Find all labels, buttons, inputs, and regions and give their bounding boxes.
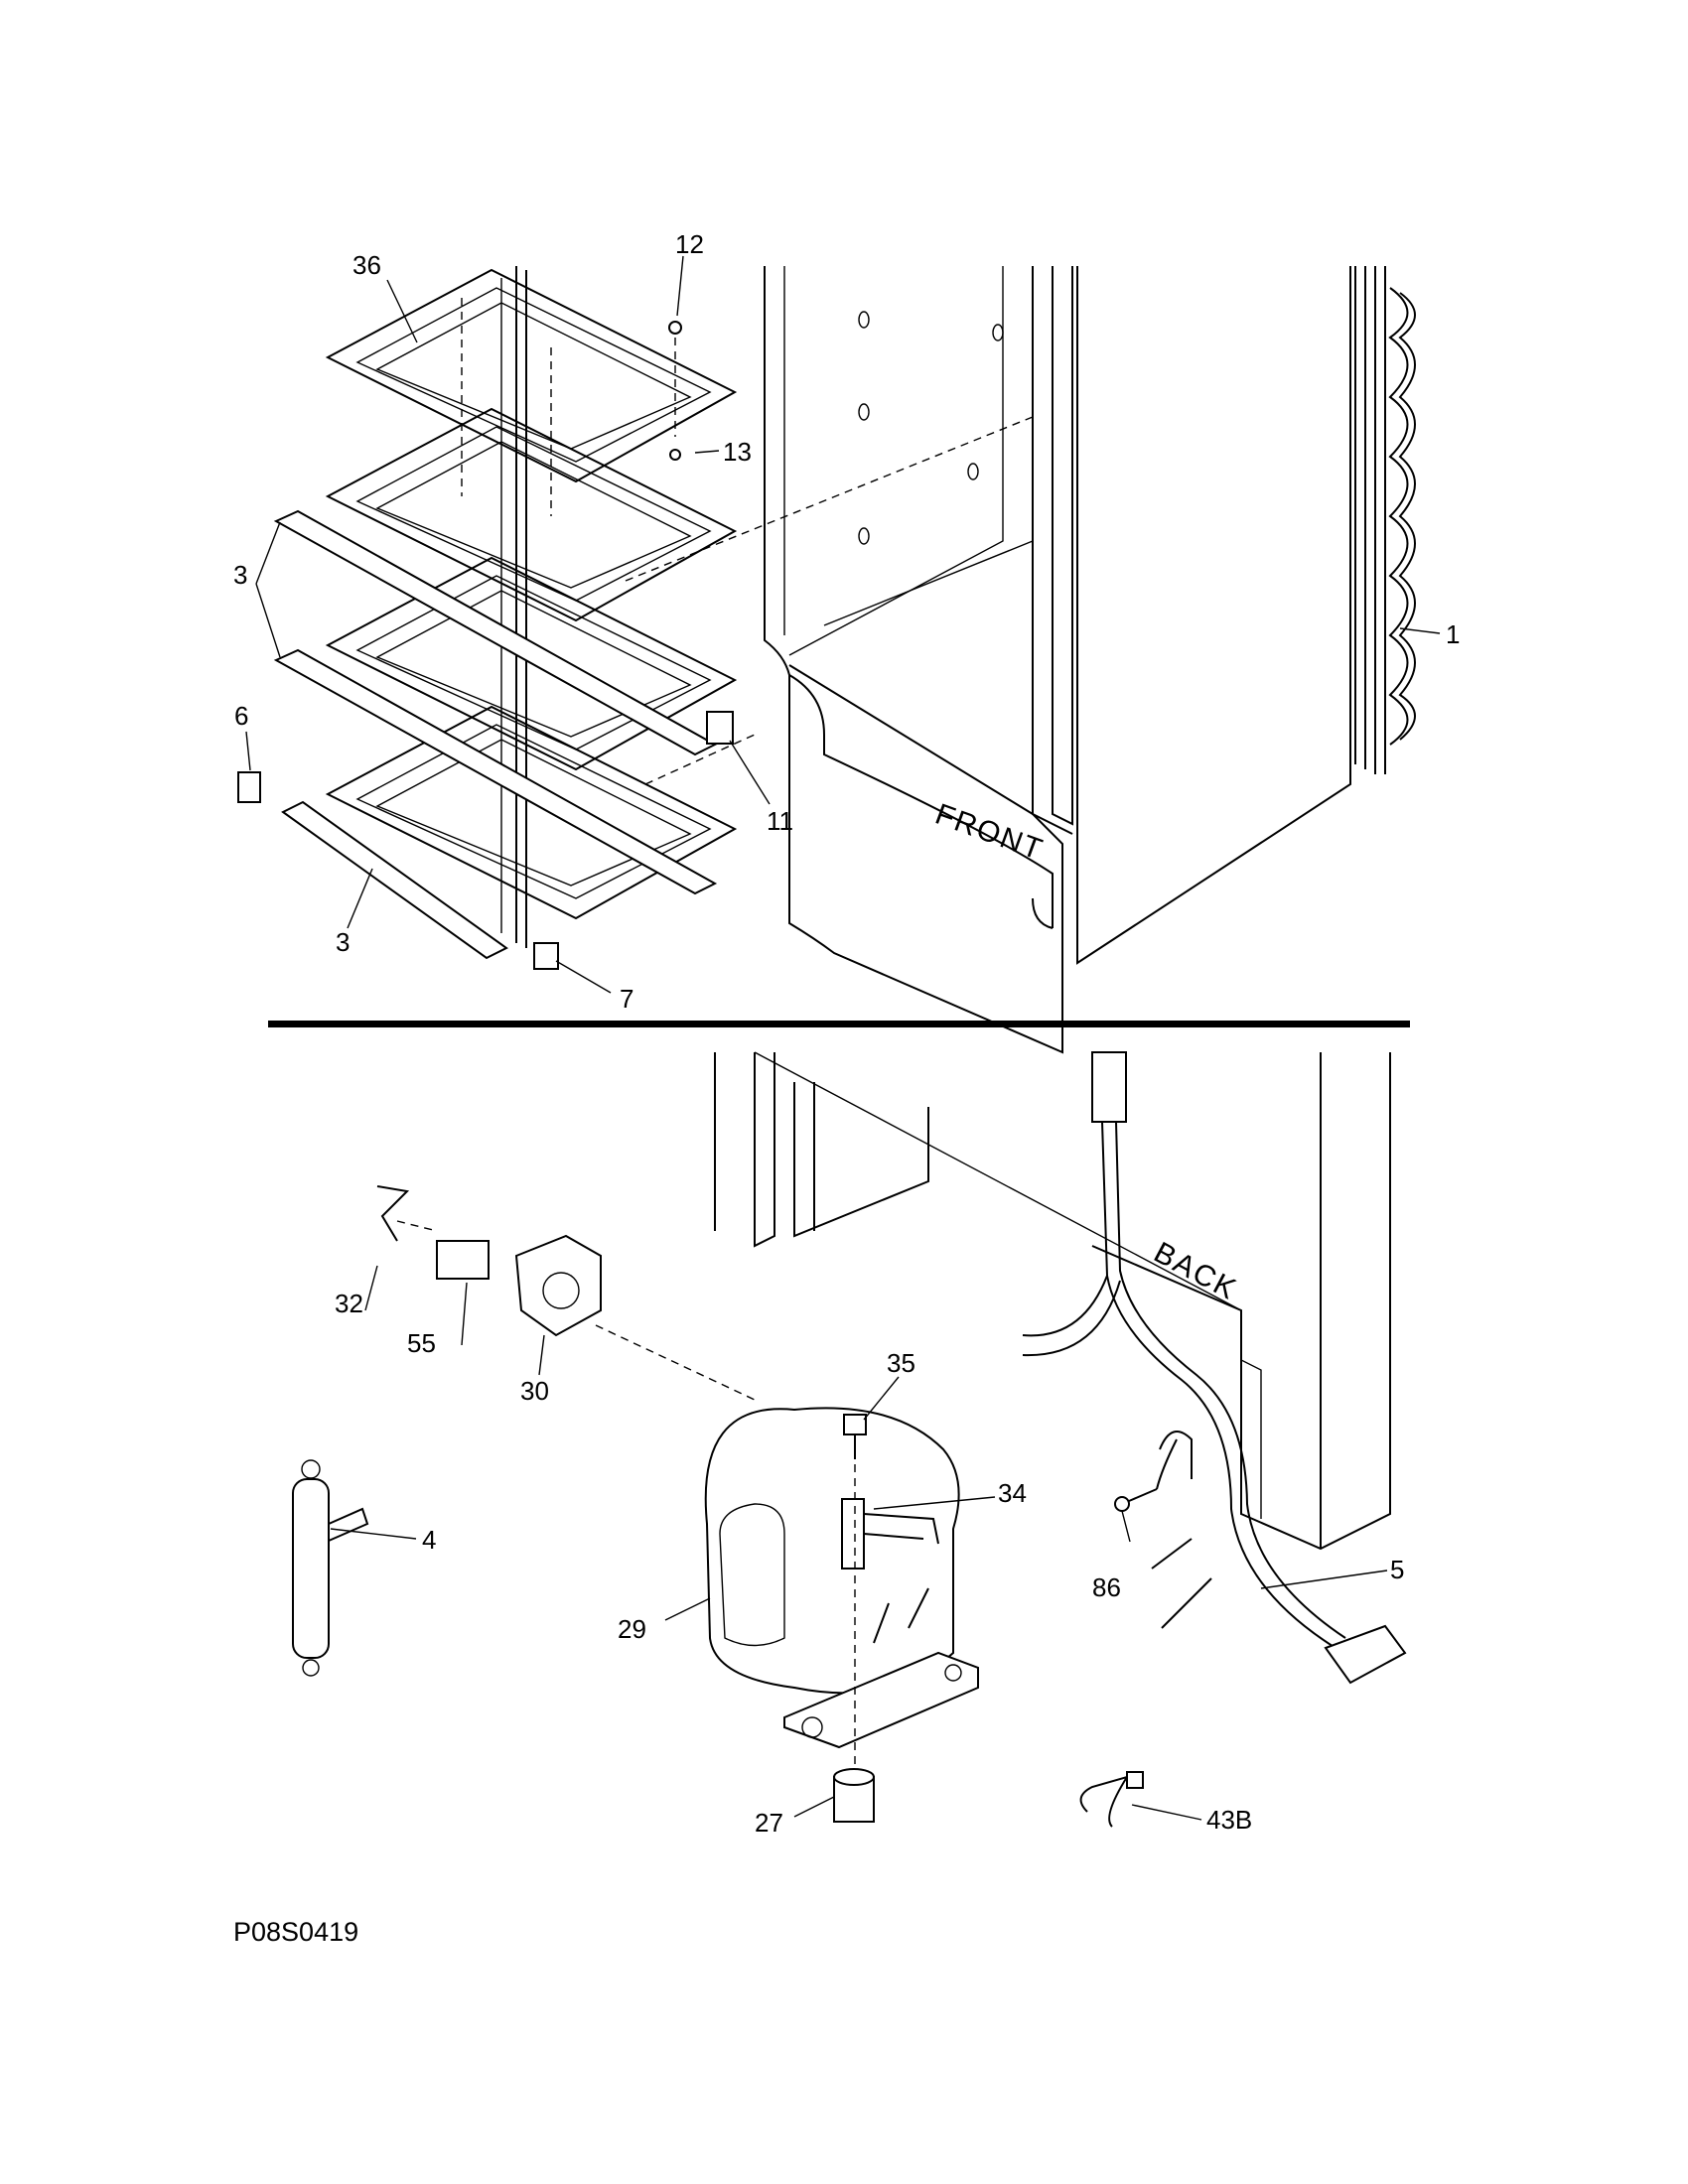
callout-12: 12 [675, 229, 704, 259]
rail-clip-7 [533, 942, 559, 970]
screw-86 [1114, 1488, 1158, 1512]
power-cord [1022, 1051, 1407, 1685]
callout-13: 13 [723, 437, 752, 467]
screw-13 [669, 449, 681, 461]
callout-55: 55 [407, 1328, 436, 1358]
callout-11: 11 [767, 806, 793, 836]
rail-clip-6 [237, 771, 261, 803]
relay-55 [436, 1240, 490, 1280]
drawing-code: P08S0419 [233, 1917, 358, 1947]
callout-43b: 43B [1206, 1805, 1252, 1835]
condenser-coil [1354, 266, 1416, 774]
overload-protector-30 [514, 1234, 602, 1337]
shelf-2 [325, 407, 738, 622]
callout-3-lower: 3 [336, 927, 350, 957]
callout-27: 27 [755, 1808, 783, 1838]
shelf-1 [325, 268, 738, 483]
back-face-label: BACK [1149, 1236, 1243, 1306]
callout-32: 32 [335, 1289, 363, 1318]
callout-86: 86 [1092, 1572, 1121, 1602]
screw-12 [668, 321, 682, 335]
callout-6: 6 [234, 701, 248, 731]
callout-36: 36 [352, 250, 381, 280]
cabinet-liner: FRONT [764, 266, 1351, 1054]
drier-4 [292, 1459, 369, 1677]
wire-shelves [325, 266, 738, 948]
grommet-27 [833, 1768, 875, 1823]
callout-30: 30 [520, 1376, 549, 1406]
callout-35: 35 [887, 1348, 915, 1378]
overload-wire-32 [376, 1185, 410, 1242]
section-divider [268, 1021, 1410, 1027]
front-face-label: FRONT [931, 798, 1049, 868]
top-assembly: FRONT [233, 229, 1460, 1054]
callout-4: 4 [422, 1525, 436, 1555]
bottom-assembly: BACK [292, 1051, 1407, 1838]
callout-1: 1 [1446, 619, 1460, 649]
shelf-support-rails [273, 509, 718, 960]
callout-7: 7 [620, 984, 633, 1014]
cord-clip-43b [1079, 1775, 1130, 1828]
callout-3-upper: 3 [233, 560, 247, 590]
callout-5: 5 [1390, 1555, 1404, 1584]
rail-clip-11 [706, 711, 734, 745]
compressor [704, 1407, 979, 1787]
callout-34: 34 [998, 1478, 1027, 1508]
callout-29: 29 [618, 1614, 646, 1644]
